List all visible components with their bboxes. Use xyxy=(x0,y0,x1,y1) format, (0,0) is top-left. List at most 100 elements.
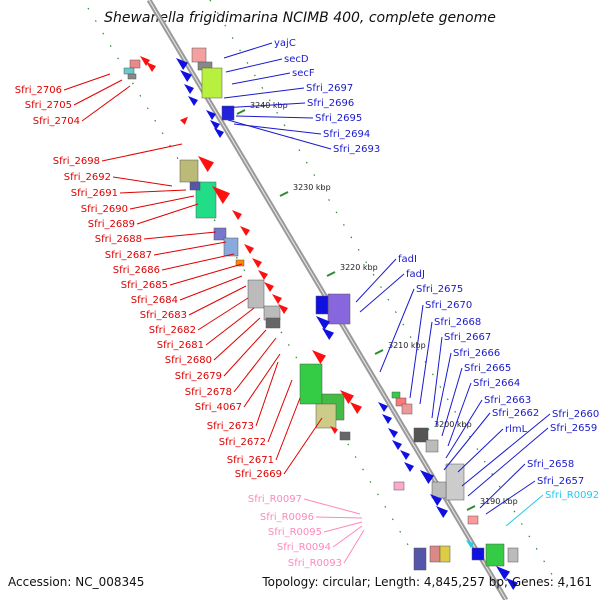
leader-line xyxy=(227,119,332,150)
leader-line xyxy=(461,413,551,487)
gene-arrow xyxy=(496,566,510,580)
leader-line xyxy=(457,428,504,473)
tick-mark xyxy=(466,505,476,511)
gene-label: Sfri_2679 xyxy=(175,371,222,382)
leader-line xyxy=(231,72,291,85)
gene-arrow xyxy=(272,294,282,304)
gene-label: secD xyxy=(284,54,309,65)
leader-line xyxy=(153,241,227,256)
gene-label: Sfri_2681 xyxy=(157,340,204,351)
leader-line xyxy=(435,352,452,427)
gene-label: Sfri_2669 xyxy=(235,469,282,480)
gene-label: Sfri_2662 xyxy=(492,408,539,419)
tick-label: 3210 kbp xyxy=(388,341,426,350)
gene-block xyxy=(485,543,505,567)
gene-label: Sfri_2705 xyxy=(25,100,72,111)
gene-label: Sfri_R0096 xyxy=(260,512,314,523)
gene-label: Sfri_2687 xyxy=(105,250,152,261)
gene-arrow xyxy=(232,210,242,220)
gene-block xyxy=(265,317,281,329)
gene-block xyxy=(507,547,519,563)
leader-line xyxy=(223,87,305,99)
gene-arrow xyxy=(214,128,224,138)
leader-line xyxy=(275,397,301,461)
leader-line xyxy=(233,337,277,393)
gene-block xyxy=(439,545,451,563)
gene-arrow xyxy=(392,440,402,450)
tick-mark xyxy=(374,349,384,355)
gene-block xyxy=(401,403,413,415)
gene-block xyxy=(395,397,407,407)
leader-line xyxy=(101,143,183,162)
leader-line xyxy=(445,399,483,459)
rna-gene-labels: Sfri_R0097Sfri_R0096Sfri_R0095Sfri_R0094… xyxy=(248,494,365,569)
gene-label: Sfri_2706 xyxy=(15,85,62,96)
gene-label: Sfri_2696 xyxy=(307,98,354,109)
gene-block xyxy=(223,237,239,257)
gene-arrow xyxy=(198,156,214,172)
accession-text: Accession: NC_008345 xyxy=(8,575,144,589)
gene-label: Sfri_2664 xyxy=(473,378,520,389)
tick-label: 3230 kbp xyxy=(293,183,331,192)
gene-label: Sfri_2695 xyxy=(315,113,362,124)
gene-label: Sfri_2690 xyxy=(81,204,128,215)
gene-arrow xyxy=(382,414,392,424)
leader-line xyxy=(505,494,544,527)
gene-arrow xyxy=(420,470,434,484)
gene-label: Sfri_2686 xyxy=(113,265,160,276)
gene-block xyxy=(315,403,337,429)
gene-label: Sfri_2667 xyxy=(444,332,491,343)
leader-line xyxy=(323,521,363,533)
leader-line xyxy=(379,288,415,373)
gene-label: Sfri_R0094 xyxy=(277,542,331,553)
leader-line xyxy=(332,525,363,548)
leader-line xyxy=(188,285,247,316)
gene-label: Sfri_2673 xyxy=(207,421,254,432)
gene-arrow xyxy=(466,540,474,548)
gene-label: Sfri_2665 xyxy=(464,363,511,374)
leader-line xyxy=(409,304,424,399)
gene-label: Sfri_2688 xyxy=(95,234,142,245)
gene-label: Sfri_2666 xyxy=(453,348,500,359)
leader-line xyxy=(441,367,463,437)
leader-line xyxy=(73,79,123,106)
gene-label: Sfri_2694 xyxy=(323,129,370,140)
gene-arrow xyxy=(340,390,354,404)
gene-arrow xyxy=(188,96,198,106)
gene-block xyxy=(123,67,135,75)
leader-line xyxy=(359,273,405,313)
leader-line xyxy=(419,321,433,405)
topology-text: Topology: circular; Length: 4,845,257 bp… xyxy=(261,575,592,589)
gene-arrow xyxy=(146,62,156,72)
gene-label: secF xyxy=(292,68,315,79)
gene-arrow xyxy=(212,186,230,204)
gene-arrow xyxy=(264,282,274,292)
leader-line xyxy=(355,258,397,303)
gene-arrow xyxy=(180,116,188,125)
gene-block xyxy=(191,47,207,63)
gene-arrow xyxy=(240,226,250,236)
leader-line xyxy=(343,529,365,564)
gene-block xyxy=(471,547,485,561)
gene-arrow xyxy=(184,84,194,94)
gene-block xyxy=(425,439,439,453)
leader-line xyxy=(143,231,217,240)
gene-label: Sfri_2698 xyxy=(53,156,100,167)
map-title: Shewanella frigidimarina NCIMB 400, comp… xyxy=(104,10,496,26)
leader-line xyxy=(223,329,267,377)
gene-block xyxy=(235,259,245,267)
gene-block xyxy=(467,515,479,525)
gene-block xyxy=(247,279,265,309)
leader-line xyxy=(431,336,443,419)
gene-arrow xyxy=(258,270,268,280)
gene-arrow xyxy=(206,110,216,120)
gene-label: Sfri_2693 xyxy=(333,144,380,155)
leader-line xyxy=(303,498,361,515)
gene-block xyxy=(127,73,137,80)
gene-block xyxy=(129,59,141,69)
tick-mark xyxy=(236,109,246,115)
gene-label: Sfri_2660 xyxy=(552,409,599,420)
leader-line xyxy=(255,361,279,427)
gene-label: Sfri_2668 xyxy=(434,317,481,328)
gene-arrow xyxy=(176,58,188,70)
